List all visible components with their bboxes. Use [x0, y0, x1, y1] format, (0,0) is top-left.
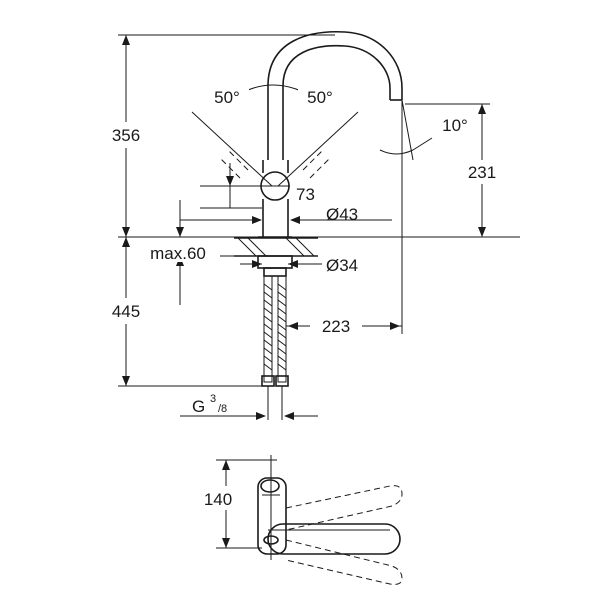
thread-dimension: G 3 /8 — [180, 393, 318, 420]
top-view-depth-dimension: 140 — [196, 459, 268, 549]
thread-superscript: 3 — [210, 393, 216, 405]
hole-diameter-label: Ø34 — [326, 256, 358, 275]
base-diameter-label: Ø43 — [326, 205, 358, 224]
spout-angle-label: 10° — [442, 116, 468, 135]
side-view: 356 50° 50° — [100, 30, 520, 420]
spout-angle-dimension: 10° — [379, 99, 476, 161]
angle-right-label: 50° — [307, 88, 333, 107]
thread-label: G — [192, 397, 205, 416]
base-diameter-dimension: Ø43 — [180, 205, 392, 224]
top-view: 140 — [196, 455, 403, 585]
countertop-mounting — [234, 237, 318, 277]
top-view-depth-label: 140 — [204, 490, 232, 509]
reach-label: 223 — [322, 317, 350, 336]
faucet-body — [258, 199, 292, 238]
spout — [267, 30, 403, 160]
handle-swing-angles: 50° 50° — [191, 84, 359, 187]
below-counter-dimension: 445 — [100, 237, 262, 387]
spout-height-label: 231 — [468, 163, 496, 182]
angle-left-label: 50° — [214, 88, 240, 107]
max-thickness-label: max.60 — [150, 244, 206, 263]
below-counter-label: 445 — [112, 302, 140, 321]
thread-subscript: /8 — [218, 403, 227, 415]
supply-hoses — [261, 275, 289, 420]
overall-height-label: 356 — [112, 126, 140, 145]
spout-height-dimension: 231 — [405, 103, 506, 237]
handle-height-label: 73 — [296, 185, 315, 204]
hole-diameter-dimension: Ø34 — [240, 256, 358, 275]
max-thickness-dimension: max.60 — [136, 200, 250, 305]
reach-dimension: 223 — [286, 160, 403, 337]
handle-height-dimension: 73 — [200, 163, 315, 209]
spout-swing-positions — [285, 485, 403, 585]
